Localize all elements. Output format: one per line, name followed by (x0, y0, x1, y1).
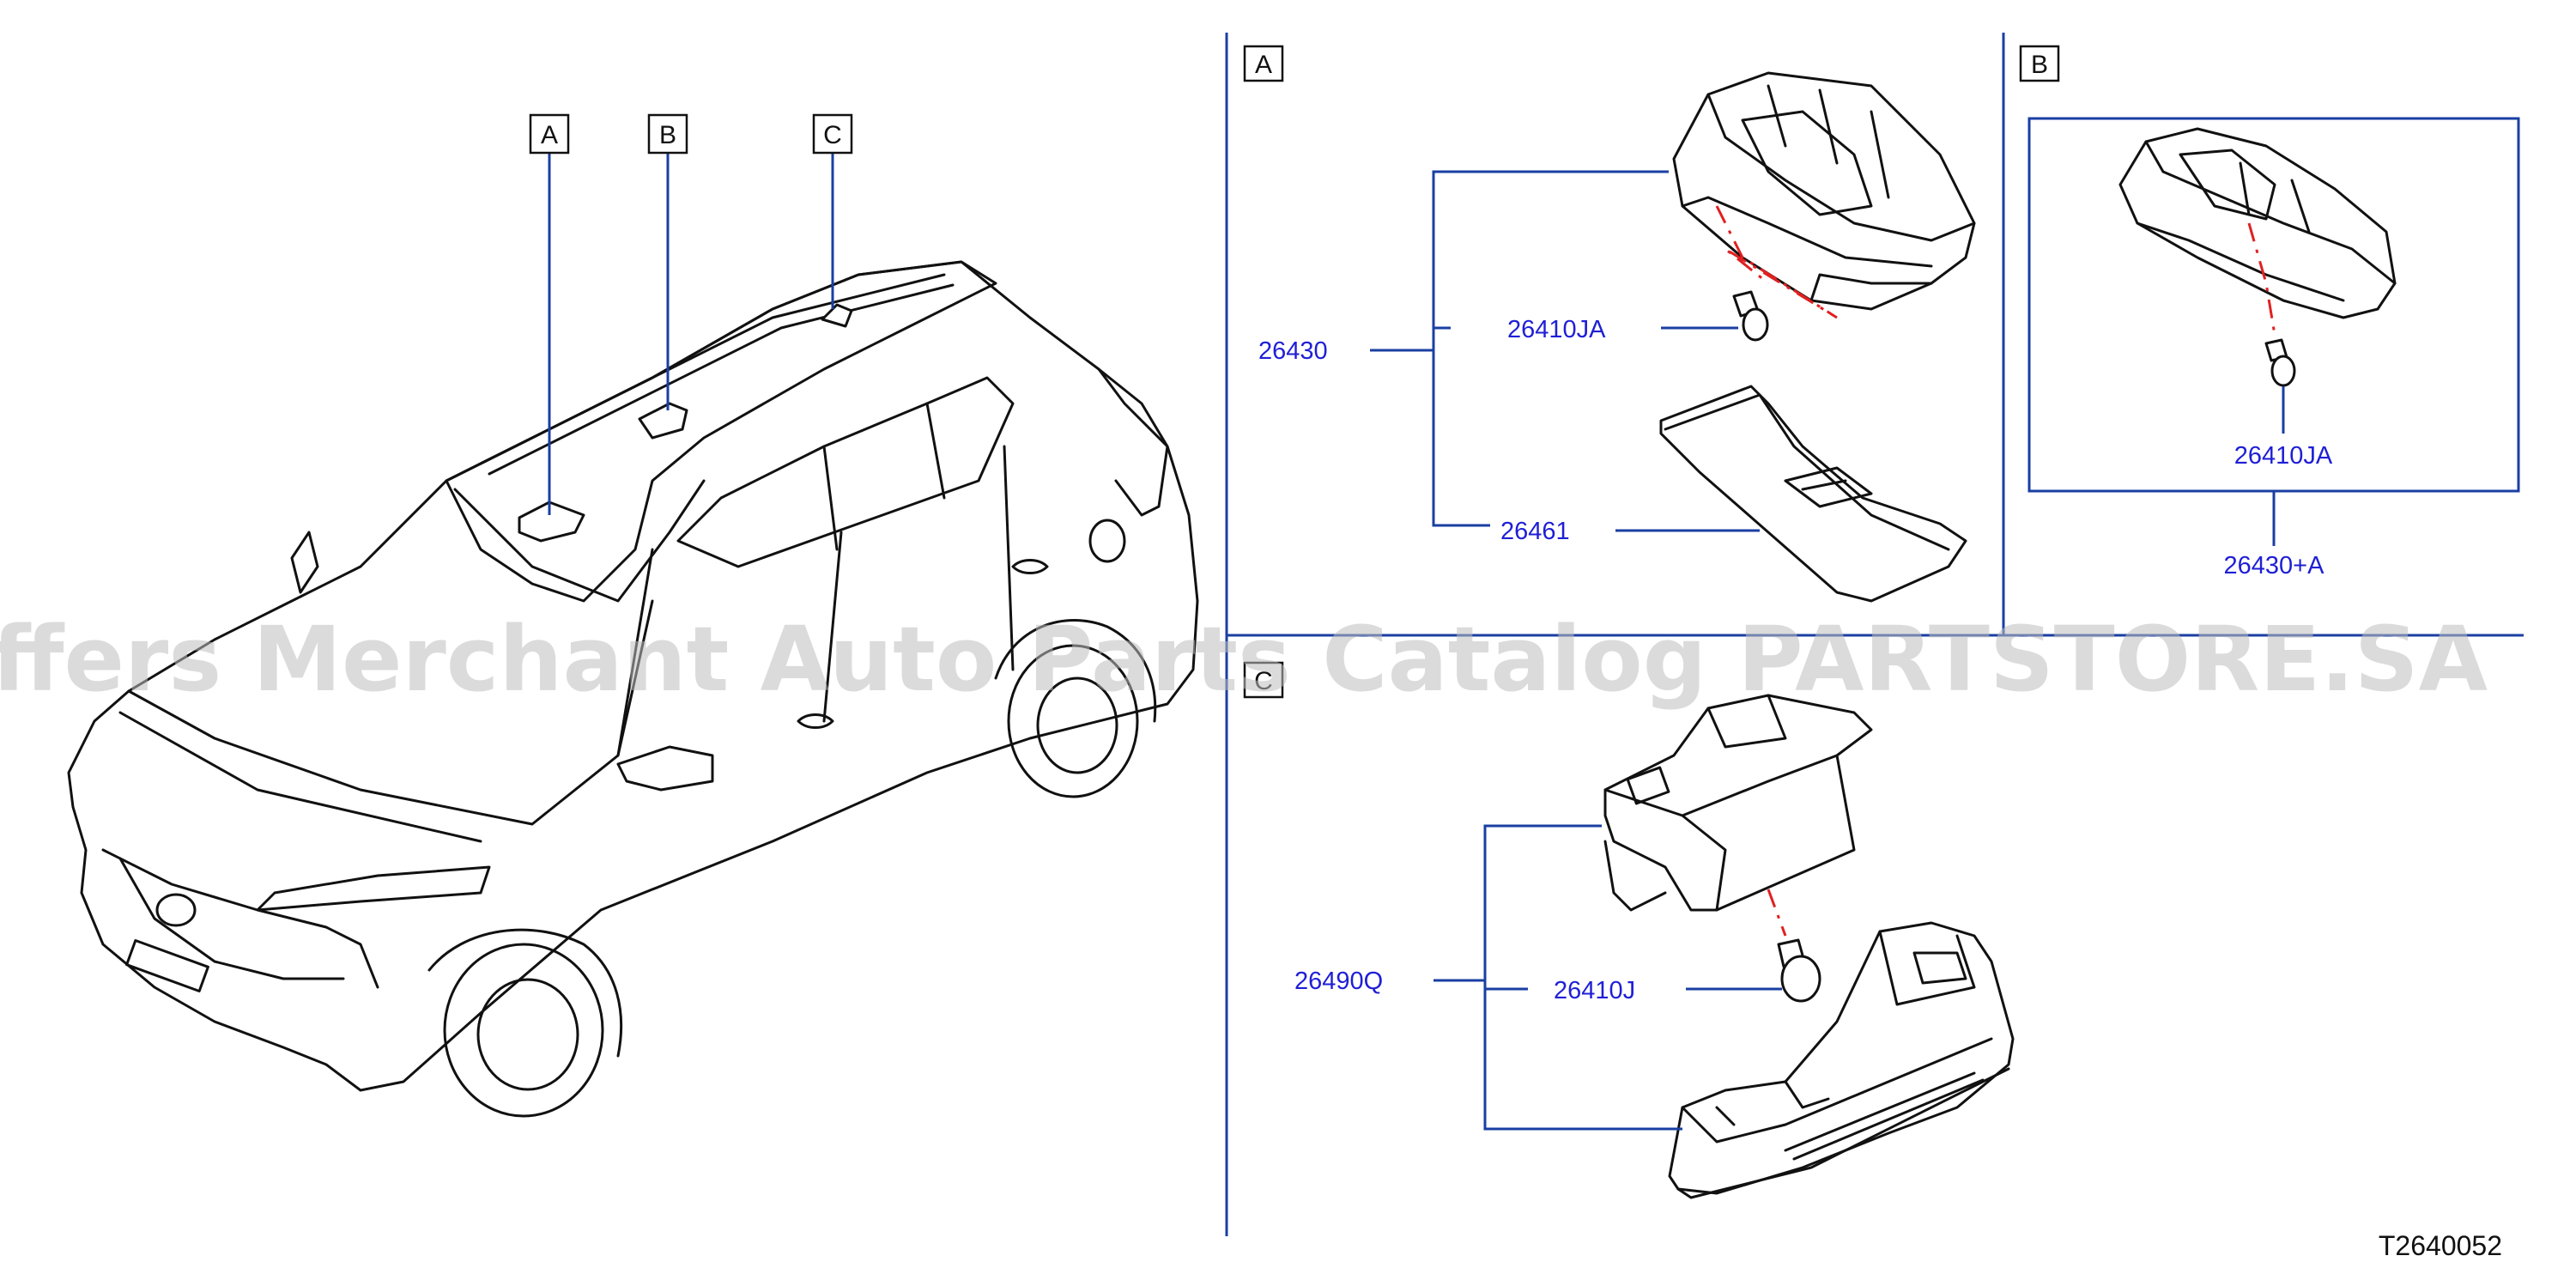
part-number-26410j[interactable]: 26410J (1554, 977, 1635, 1004)
lamp-marker-b (638, 402, 688, 440)
part-number-26430a[interactable]: 26430+A (2224, 552, 2325, 579)
panel-a: A 26430 (1243, 45, 1976, 603)
bulb-insert-path-b (2247, 222, 2276, 336)
part-number-26490q[interactable]: 26490Q (1294, 968, 1383, 995)
panel-c-tag-box (1243, 661, 1284, 699)
panel-b-tag-box (2019, 45, 2060, 82)
watermark: Offers Merchant Auto Parts Catalog PARTS… (0, 607, 2488, 712)
callout-c: C (823, 121, 842, 149)
luggage-lamp-lens (1668, 921, 2015, 1199)
panel-b: B 26410JA 26430+A (2019, 45, 2520, 579)
room-lamp-housing-a (1672, 71, 1976, 311)
panel-dividers (1225, 33, 2524, 1236)
bulb-26410j (1777, 938, 1821, 1003)
lamp-marker-a (518, 500, 585, 543)
panel-a-leaders (1370, 170, 1760, 532)
callout-box-b[interactable] (647, 113, 688, 155)
part-number-26430[interactable]: 26430 (1258, 337, 1328, 365)
vehicle-callouts: A B C (529, 113, 853, 515)
lamp-marker-c (821, 303, 853, 328)
callout-b: B (659, 121, 676, 149)
panel-c-tag: C (1254, 667, 1273, 695)
panel-b-tag: B (2031, 51, 2048, 79)
part-number-26461[interactable]: 26461 (1500, 518, 1570, 545)
callout-box-c[interactable] (812, 113, 853, 155)
bulb-insert-path-c (1767, 889, 1787, 937)
part-number-26410ja-b[interactable]: 26410JA (2234, 442, 2333, 470)
callout-box-a[interactable] (529, 113, 570, 155)
part-number-26410ja-a[interactable]: 26410JA (1507, 316, 1606, 343)
vehicle-overview (67, 260, 1199, 1118)
bulb-insert-path-a (1715, 205, 1838, 319)
room-lamp-housing-b (2118, 127, 2397, 319)
bulb-26410ja-a (1732, 290, 1769, 342)
panel-a-tag-box (1243, 45, 1284, 82)
lens-26461 (1659, 385, 1967, 603)
figure-id: T2640052 (2379, 1230, 2502, 1261)
panel-c-leaders (1433, 824, 1782, 1131)
callout-a: A (541, 121, 558, 149)
luggage-lamp-housing (1603, 694, 1873, 912)
bulb-26410ja-b (2264, 338, 2296, 387)
panel-a-tag: A (1255, 51, 1272, 79)
panel-c: C 26490Q 2 (1243, 661, 2015, 1199)
